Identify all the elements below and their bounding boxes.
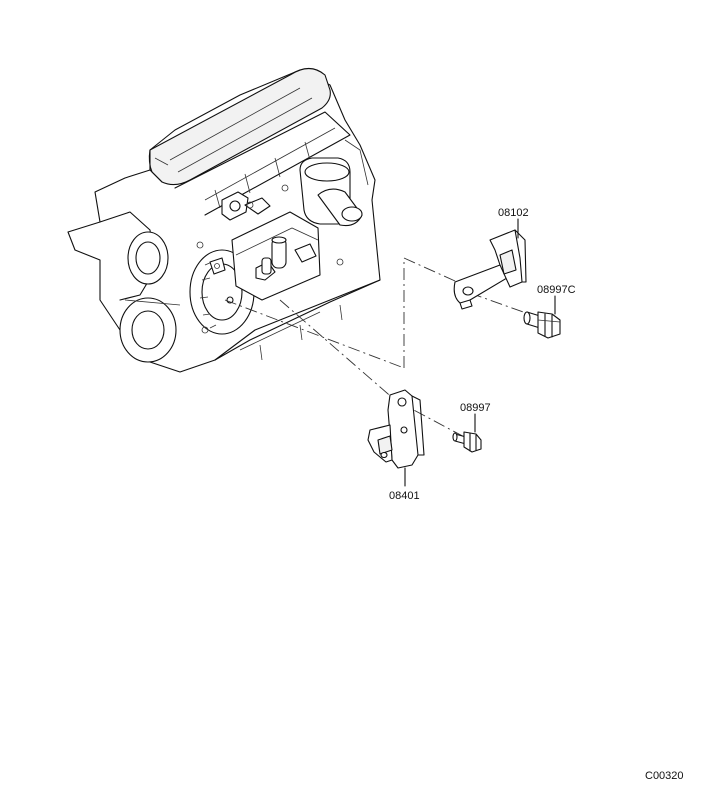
bracket-08401-illustration bbox=[367, 389, 425, 469]
engine-illustration bbox=[67, 67, 381, 373]
bolt-08997c-illustration bbox=[523, 311, 561, 339]
label-leaders bbox=[404, 218, 556, 487]
part-label-08997: 08997 bbox=[460, 402, 491, 414]
part-label-08401: 08401 bbox=[389, 490, 420, 502]
assembly-lines bbox=[224, 257, 541, 441]
bracket-08102-illustration bbox=[453, 229, 527, 310]
part-label-08102: 08102 bbox=[498, 207, 529, 219]
bolt-08997-illustration bbox=[452, 431, 482, 453]
figure-code: C00320 bbox=[645, 770, 684, 782]
part-label-08997c: 08997C bbox=[537, 284, 576, 296]
